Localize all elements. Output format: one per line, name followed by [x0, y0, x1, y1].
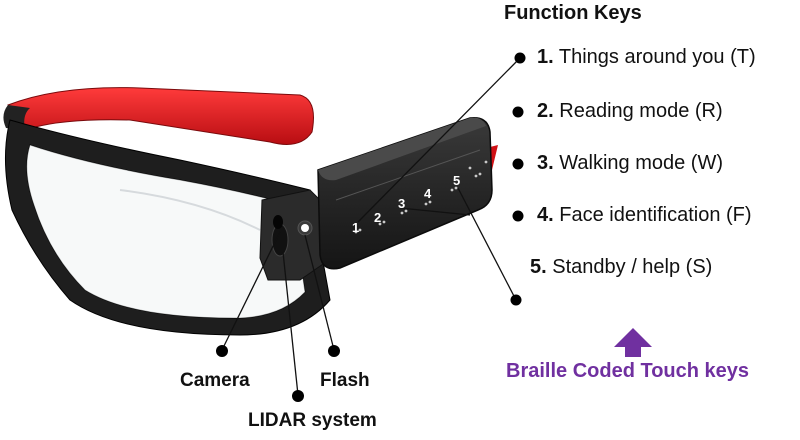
function-key-number: 5. [530, 256, 547, 278]
leader-camera [221, 231, 281, 351]
dot-key3 [512, 158, 524, 170]
flash-label: Flash [320, 370, 370, 391]
dot-keys-end [510, 294, 522, 306]
button-number-1: 1 [352, 220, 360, 235]
button-number-3: 3 [398, 196, 406, 211]
function-key-4: 4. Face identification (F) [537, 204, 752, 227]
leader-under [399, 207, 471, 216]
function-key-text: Face identification (F) [559, 204, 752, 226]
function-key-text: Standby / help (S) [552, 256, 713, 278]
dot-key2 [512, 106, 524, 118]
leader-flash [304, 234, 335, 351]
function-key-text: Reading mode (R) [559, 100, 723, 122]
flash-led-core [301, 224, 309, 232]
lidar-label: LIDAR system [248, 410, 377, 431]
button-number-4: 4 [424, 186, 432, 201]
button-number-5: 5 [453, 173, 461, 188]
leader-lidar [282, 251, 299, 396]
leader-key1 [357, 57, 521, 223]
device-edge-highlight [335, 149, 481, 201]
camera-label: Camera [180, 370, 250, 391]
function-key-5: 5. Standby / help (S) [530, 256, 712, 279]
function-keys-heading: Function Keys [504, 2, 642, 24]
function-key-text: Walking mode (W) [559, 152, 723, 174]
device-top-face [318, 117, 486, 181]
function-key-number: 1. [537, 46, 554, 68]
dot-key1 [514, 52, 526, 64]
function-key-3: 3. Walking mode (W) [537, 152, 723, 175]
hinge-block [259, 189, 327, 281]
function-key-number: 2. [537, 100, 554, 122]
braille-keys-label: Braille Coded Touch keys [506, 360, 750, 382]
lens [26, 145, 306, 318]
function-key-text: Things around you (T) [558, 46, 756, 68]
dot-camera [216, 345, 228, 357]
lens-reflection [119, 189, 261, 231]
function-key-2: 2. Reading mode (R) [537, 100, 723, 123]
dot-flash [328, 345, 340, 357]
leader-keys [457, 187, 517, 301]
camera-lens [273, 215, 283, 229]
function-key-number: 4. [537, 204, 554, 226]
button-number-2: 2 [374, 210, 382, 225]
braille-dots [354, 160, 488, 234]
function-key-1: 1. Things around you (T) [537, 46, 756, 69]
dot-lidar [292, 390, 304, 402]
braille-arrow [614, 328, 652, 357]
lidar-sensor [271, 223, 289, 257]
dot-key4 [512, 210, 524, 222]
temple-arm-red [7, 87, 314, 145]
function-key-number: 3. [537, 152, 554, 174]
